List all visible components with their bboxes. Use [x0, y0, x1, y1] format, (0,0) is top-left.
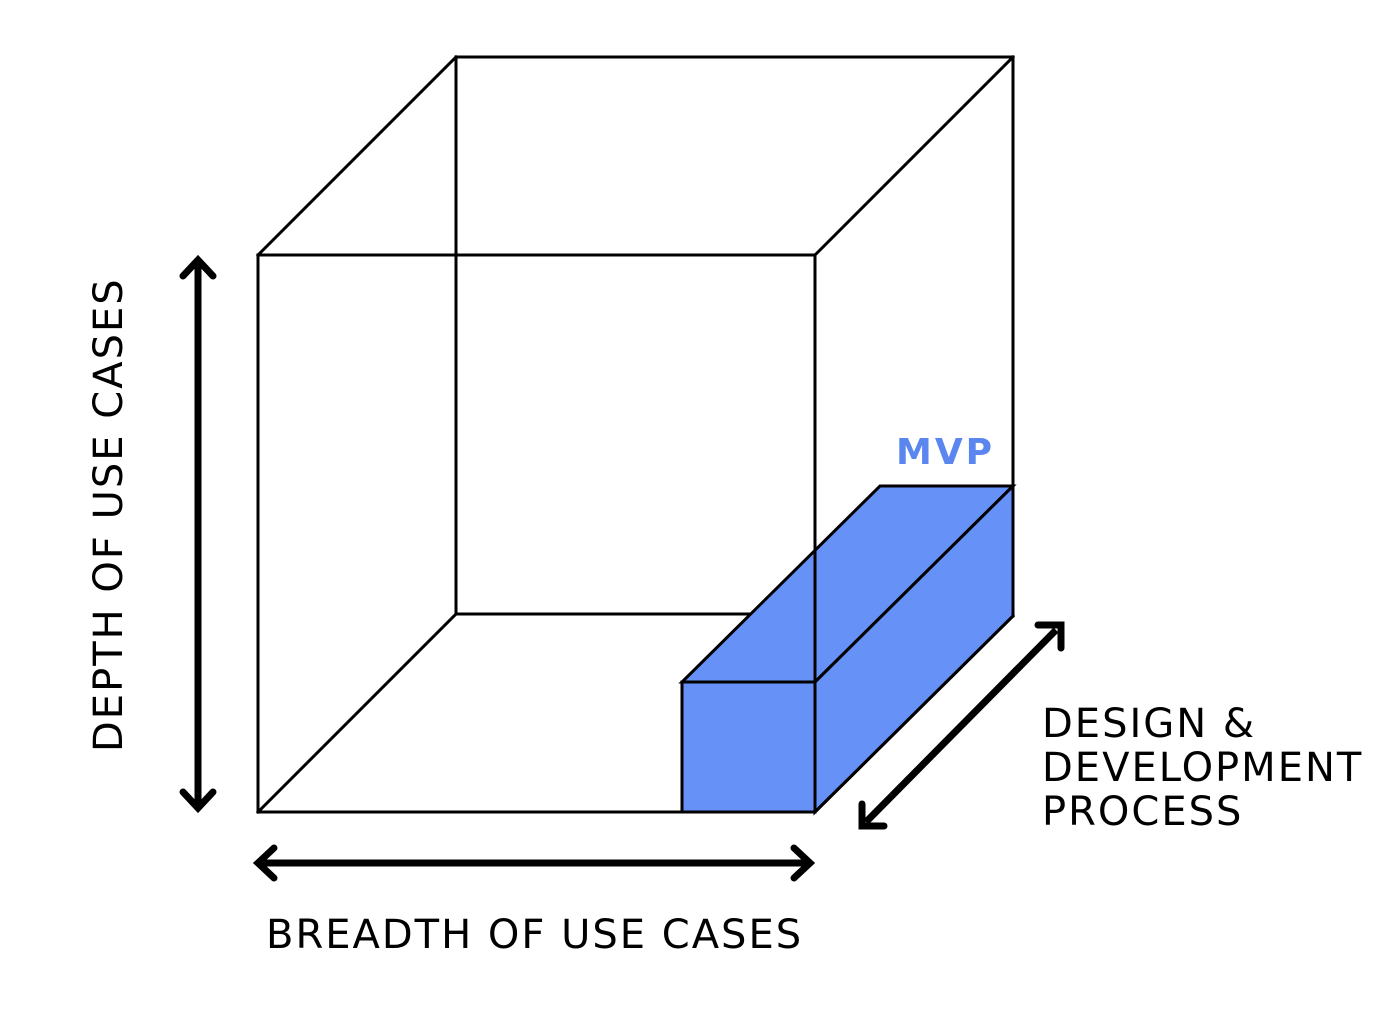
process-axis-label-line-1: DESIGN & — [1042, 701, 1256, 747]
process-arrow-icon — [858, 621, 1065, 830]
mvp-block-front-face — [680, 680, 817, 814]
mvp-label: MVP — [896, 432, 995, 473]
breadth-axis-label: BREADTH OF USE CASES — [266, 912, 803, 958]
breadth-arrow-icon — [252, 844, 816, 882]
mvp-block — [678, 482, 1017, 816]
depth-arrow-icon — [179, 254, 217, 814]
cube-edge-top-left — [255, 54, 459, 258]
cube-front-face — [256, 253, 817, 814]
cube-edge-top-right — [812, 54, 1016, 258]
cube-edge-bottom-left — [255, 611, 459, 815]
depth-axis-label: DEPTH OF USE CASES — [86, 277, 132, 752]
process-axis-label-line-3: PROCESS — [1042, 789, 1243, 835]
process-axis-label-line-2: DEVELOPMENT — [1042, 745, 1363, 791]
cube-edge-bottom-right — [812, 613, 1016, 815]
